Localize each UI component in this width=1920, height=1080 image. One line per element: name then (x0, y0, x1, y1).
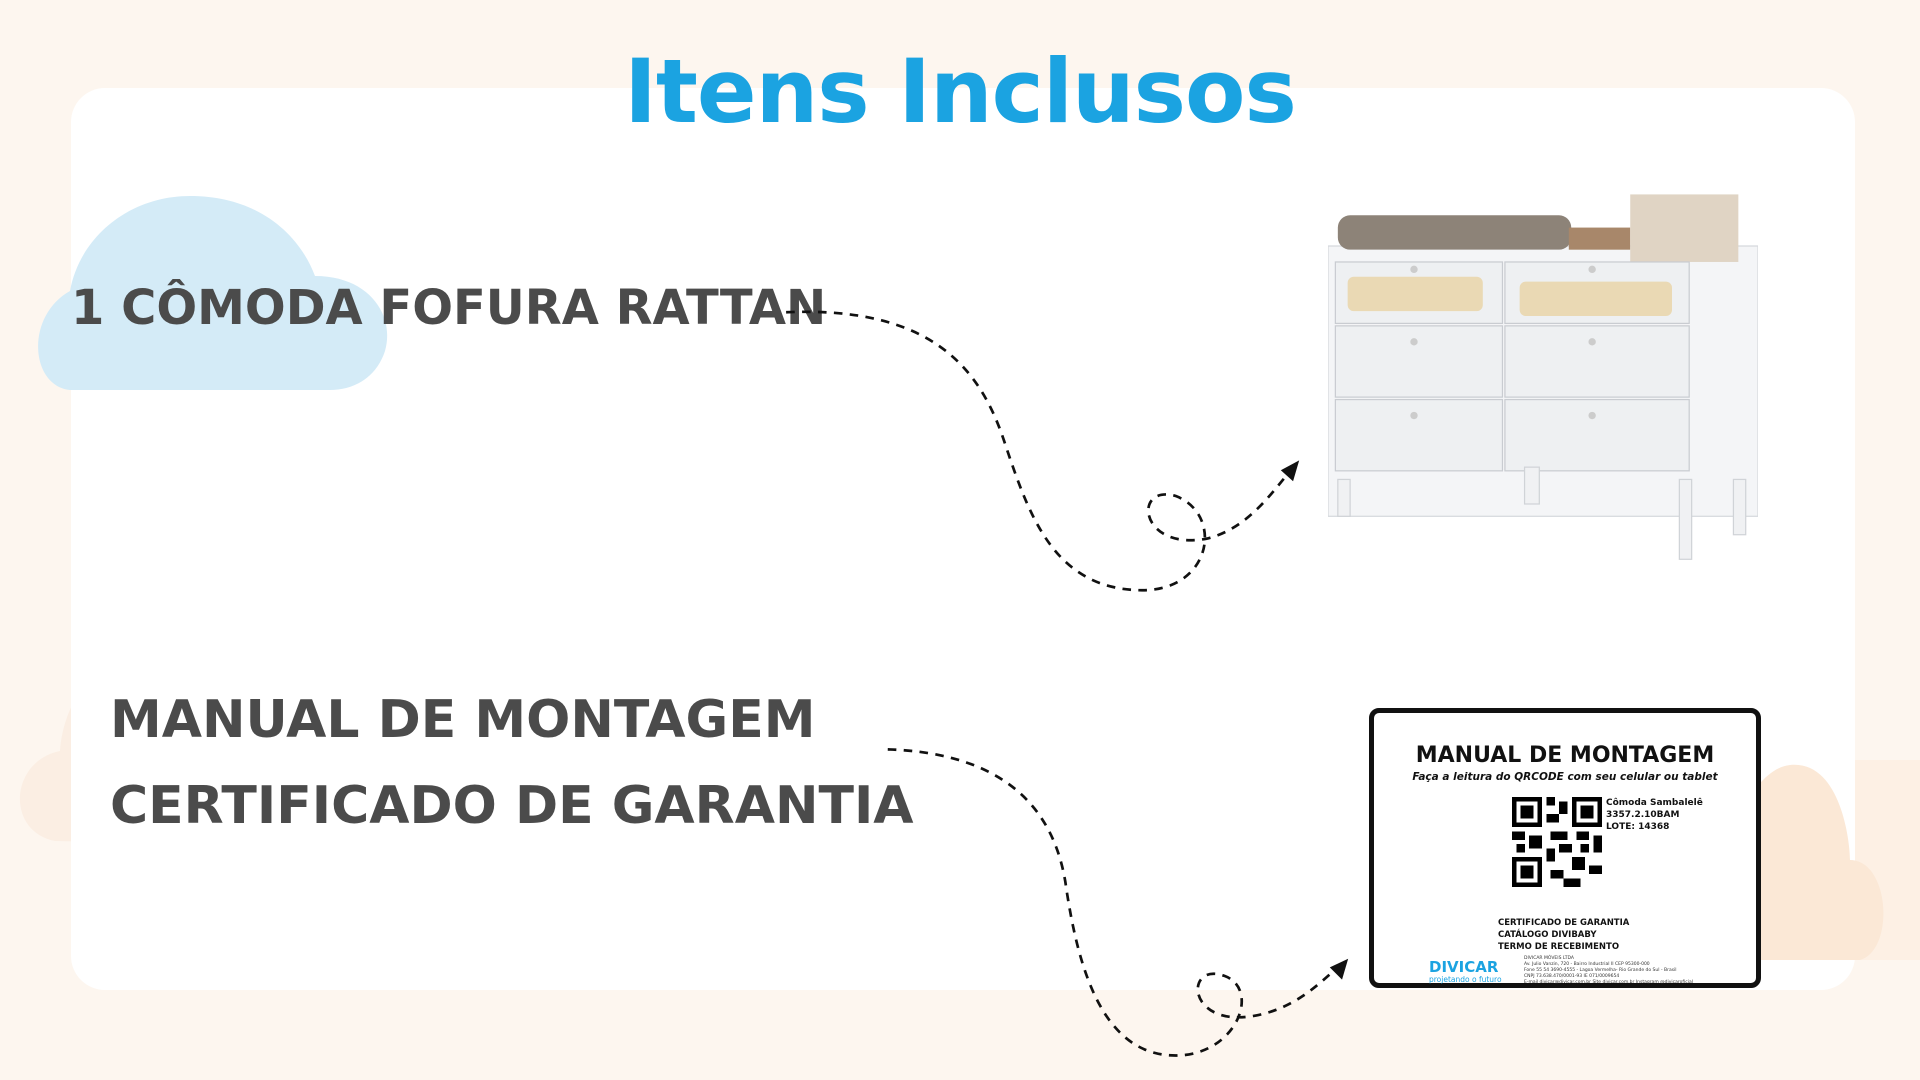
dashed-arrow-path (887, 748, 1343, 1057)
card-title: MANUAL DE MONTAGEM (1415, 743, 1715, 768)
product-name: Cômoda Sambalelê (1606, 798, 1703, 808)
cloud-decoration (38, 196, 388, 390)
doc-item: CERTIFICADO DE GARANTIA (1498, 918, 1630, 928)
dresser-image (1328, 194, 1758, 560)
address-line: DIVICAR MÓVEIS LTDA (1524, 956, 1574, 961)
qr-code-icon (1512, 797, 1602, 887)
page-title: Itens Inclusos (624, 40, 1297, 143)
address-line: E-mail divicar@divicar.com.br Site divic… (1524, 980, 1693, 985)
arrowhead-icon (1329, 958, 1349, 980)
item-manual-label: MANUAL DE MONTAGEM (110, 690, 816, 750)
card-subtitle: Faça a leitura do QRCODE com seu celular… (1412, 771, 1718, 783)
brand-tagline: projetando o futuro (1429, 975, 1502, 984)
item-warranty-label: CERTIFICADO DE GARANTIA (110, 776, 914, 836)
product-code: 3357.2.10BAM (1606, 810, 1680, 820)
arrowhead-icon (1280, 460, 1300, 482)
manual-card-image: MANUAL DE MONTAGEM Faça a leitura do QRC… (1369, 708, 1761, 988)
brand-logo: DIVICAR (1429, 958, 1499, 976)
product-lot: LOTE: 14368 (1606, 822, 1670, 832)
address-line: Fone 55 54 3690-4555 - Lagoa Vermelha- R… (1524, 968, 1677, 973)
address-line: Av. Julio Vanzin, 720 - Bairro Industria… (1524, 962, 1650, 967)
item-dresser-label: 1 CÔMODA FOFURA RATTAN (71, 280, 827, 336)
address-line: CNPJ 73.638.470/0001-93 IE 071/0009654 (1524, 974, 1620, 979)
doc-item: CATÁLOGO DIVIBABY (1498, 930, 1597, 940)
doc-item: TERMO DE RECEBIMENTO (1498, 942, 1620, 952)
dashed-arrow-path (786, 310, 1295, 592)
